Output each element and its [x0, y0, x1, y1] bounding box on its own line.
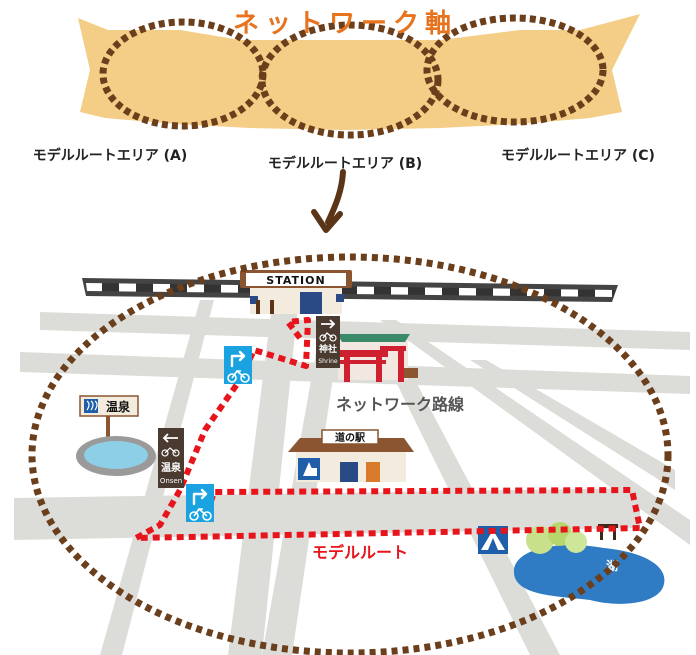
area-b-map-boundary	[28, 253, 672, 655]
bicycle-icon	[189, 507, 212, 521]
lake	[513, 522, 665, 604]
network-axis-title: ネットワーク軸	[233, 8, 457, 39]
rail-line	[82, 278, 618, 302]
onsen-sign-label: 温泉	[106, 399, 131, 414]
model-route-label: モデルルート	[312, 543, 408, 562]
shrine-post-jp: 神社	[319, 343, 337, 355]
bicycle-icon	[227, 369, 250, 383]
network-axis-shape	[78, 14, 640, 130]
michinoeki-label: 道の駅	[335, 431, 366, 444]
shrine-post-en: Shrine	[318, 358, 338, 365]
bike-sign-upper	[224, 346, 252, 384]
onsen-pond	[76, 436, 156, 476]
area-c-ellipse	[423, 14, 607, 126]
station-building	[240, 270, 352, 314]
area-c-label: モデルルートエリア (C)	[501, 147, 655, 164]
turn-right-arrow-icon	[192, 488, 208, 506]
area-a-label: モデルルートエリア (A)	[33, 147, 188, 164]
area-b-label: モデルルートエリア (B)	[268, 155, 422, 172]
onsen-icon	[84, 399, 98, 413]
onsen-post-jp: 温泉	[161, 461, 182, 474]
network-line-label: ネットワーク路線	[336, 395, 464, 414]
turn-right-arrow-icon	[230, 350, 246, 368]
network-axis-band	[78, 14, 640, 139]
torii-icon	[336, 334, 418, 382]
town-map: STATION 道の駅 ネットワーク路線	[14, 253, 690, 655]
information-icon	[298, 458, 320, 480]
bicycle-icon	[161, 447, 180, 457]
arrow-down-icon	[311, 169, 346, 233]
area-b-ellipse	[258, 21, 442, 139]
bike-sign-lower	[186, 484, 214, 522]
onsen-direction-post	[158, 428, 184, 488]
turn-left-arrow-icon	[162, 433, 178, 443]
bicycle-icon	[319, 332, 337, 342]
station-label: STATION	[266, 274, 325, 287]
model-route-path	[133, 317, 643, 541]
onsen-post-en: Onsen	[160, 477, 182, 485]
shrine-direction-post	[316, 316, 340, 368]
turn-right-arrow-icon	[321, 319, 336, 329]
